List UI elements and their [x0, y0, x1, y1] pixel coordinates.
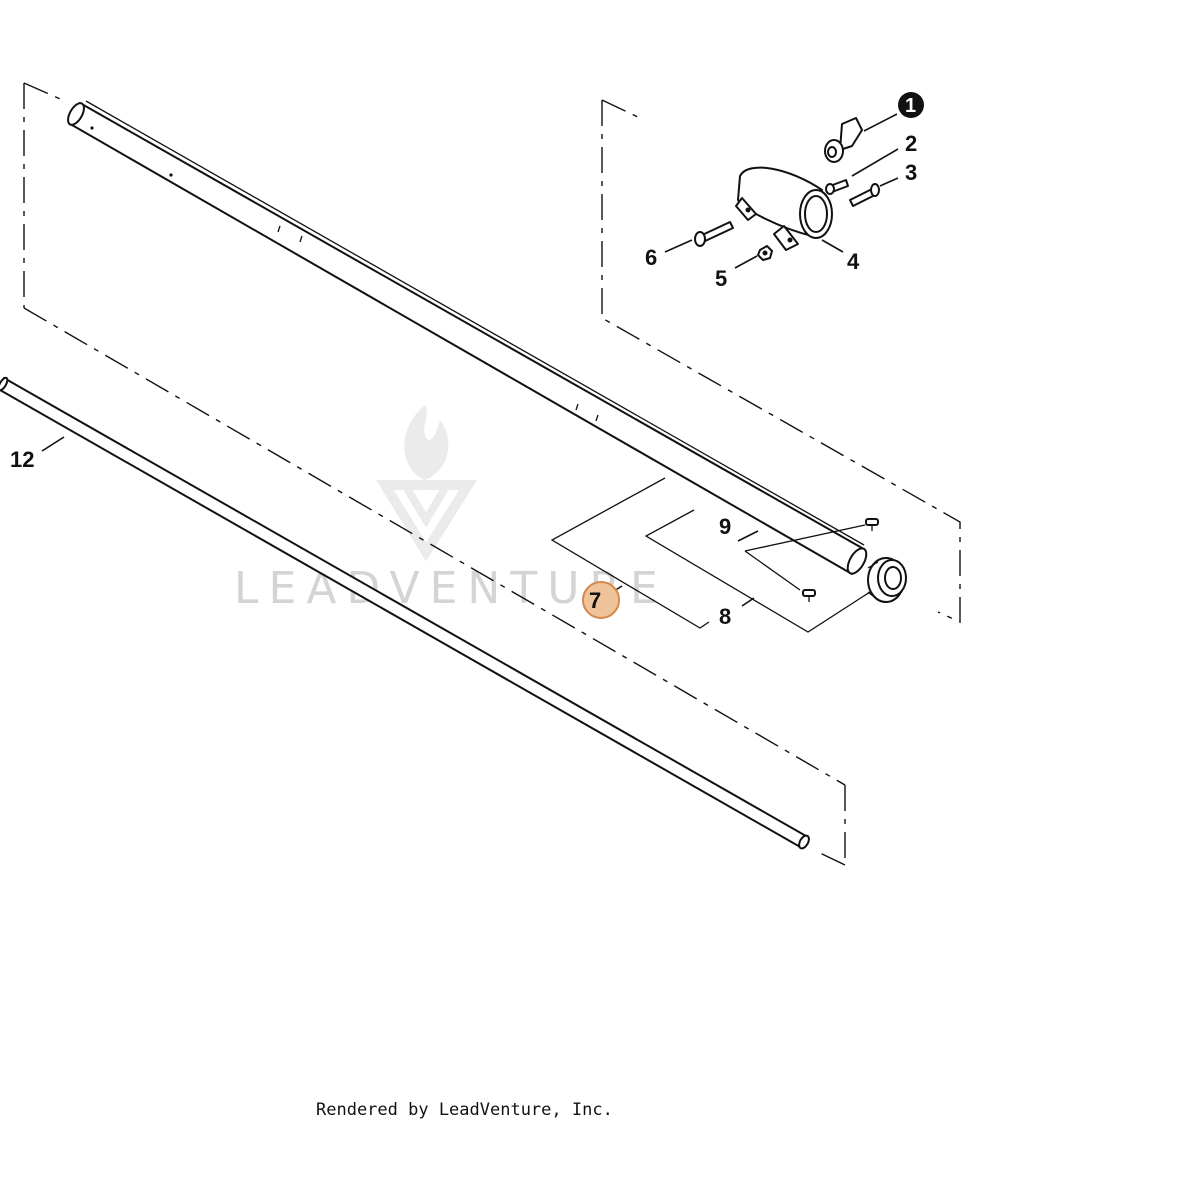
- clamp-housing[interactable]: [735, 166, 833, 251]
- callout-7-highlight: [582, 581, 620, 619]
- callout-8[interactable]: 8: [719, 604, 731, 629]
- group-outline-main: [23, 82, 846, 866]
- drive-shaft[interactable]: [0, 376, 811, 850]
- callout-4[interactable]: 4: [847, 249, 860, 274]
- callout-1[interactable]: 1: [905, 95, 916, 117]
- bolt-long[interactable]: [694, 221, 734, 247]
- screw-long[interactable]: [849, 183, 880, 207]
- callout-6[interactable]: 6: [645, 245, 657, 270]
- screw-lower[interactable]: [802, 589, 816, 602]
- hex-nut[interactable]: [757, 245, 773, 261]
- callout-2[interactable]: 2: [905, 131, 917, 156]
- leader-lines: [41, 113, 899, 633]
- callout-7[interactable]: 7: [589, 588, 601, 613]
- callout-9[interactable]: 9: [719, 514, 731, 539]
- callout-1-badge: [898, 92, 924, 118]
- wing-knob[interactable]: [824, 117, 863, 163]
- group-outline-clamp: [601, 99, 961, 624]
- callout-12[interactable]: 12: [10, 447, 34, 472]
- bushing-nut[interactable]: [867, 557, 907, 603]
- drive-tube[interactable]: [65, 100, 870, 577]
- screw-upper[interactable]: [865, 518, 879, 531]
- callout-5[interactable]: 5: [715, 266, 727, 291]
- screw-short[interactable]: [825, 179, 849, 195]
- footer-credit: Rendered by LeadVenture, Inc.: [316, 1100, 613, 1120]
- callout-3[interactable]: 3: [905, 160, 917, 185]
- watermark-logo: [376, 405, 478, 562]
